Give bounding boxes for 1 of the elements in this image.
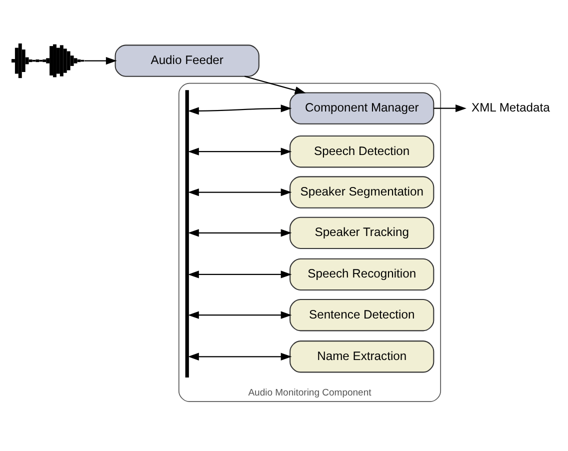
node-text: XML Metadata — [472, 100, 550, 114]
